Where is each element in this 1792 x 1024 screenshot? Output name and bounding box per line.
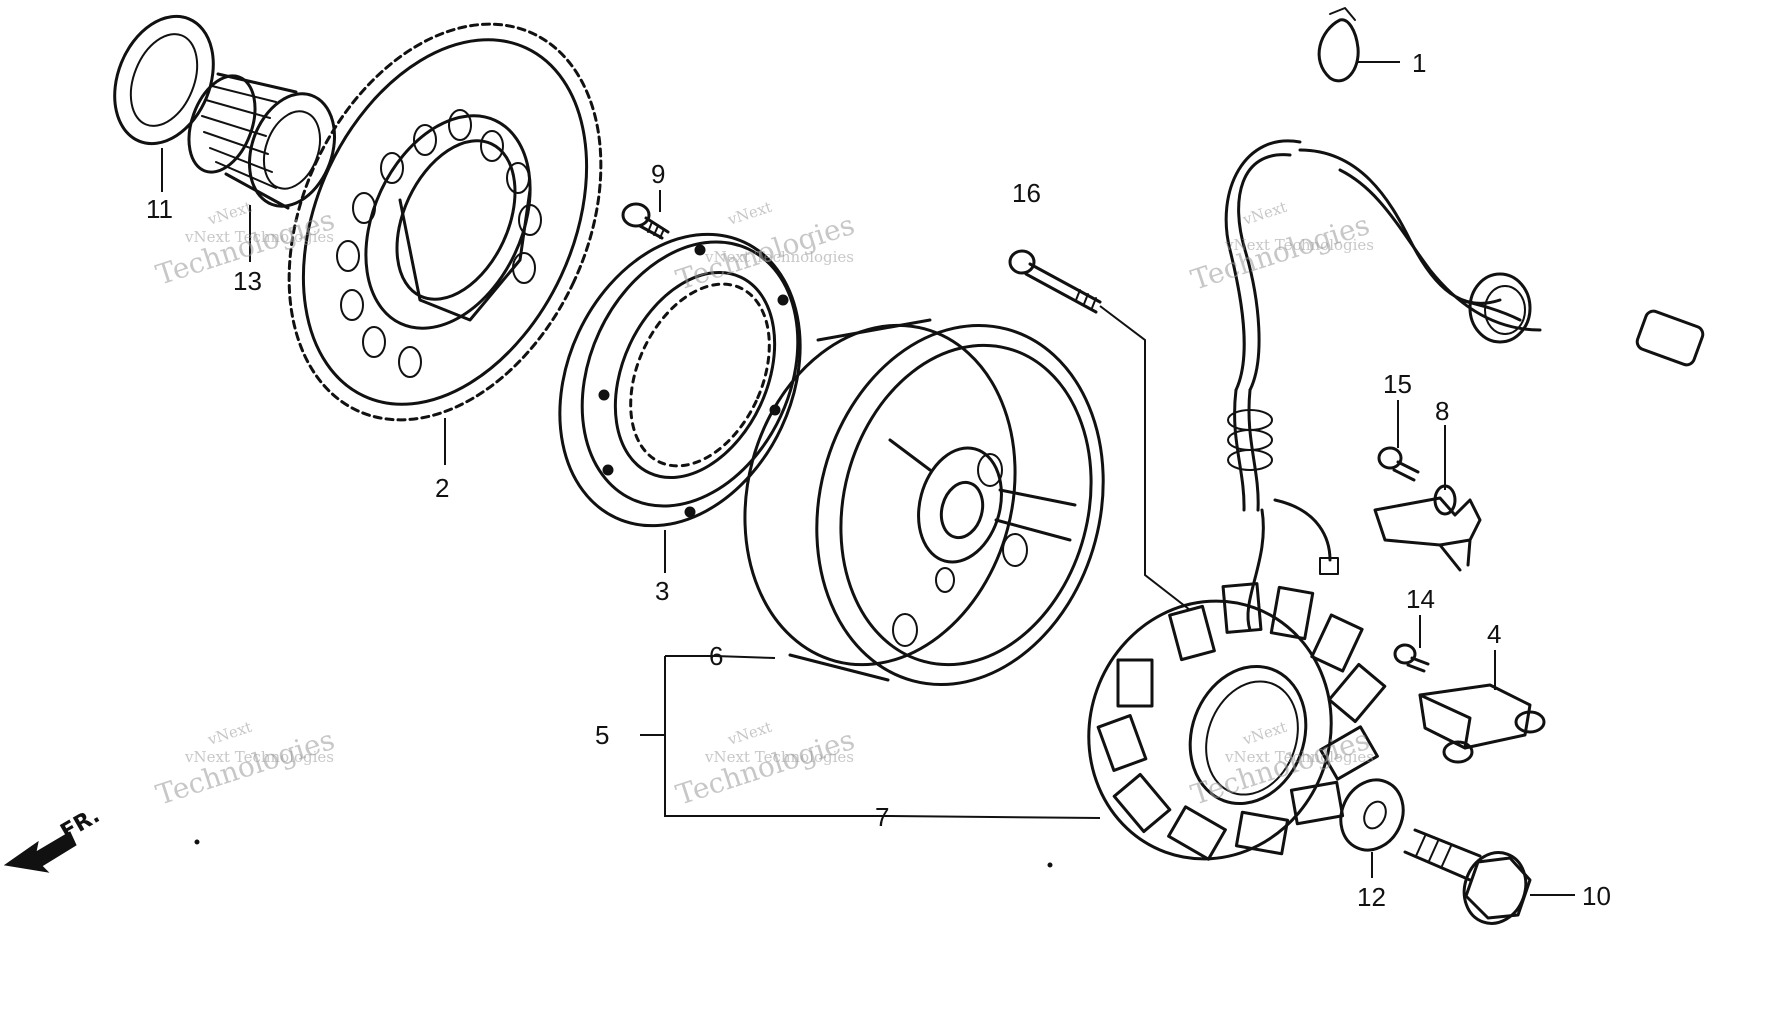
callout-14: 14 xyxy=(1406,584,1435,614)
callout-16: 16 xyxy=(1012,178,1041,208)
part-stator-7 xyxy=(1087,582,1387,861)
callout-7: 7 xyxy=(875,802,889,832)
svg-text:vNext Technologies: vNext Technologies xyxy=(704,748,854,766)
part-sensor-4 xyxy=(1418,683,1546,764)
watermark-3: vNext vNext Technologies Technologies xyxy=(1187,198,1374,297)
callout-10: 10 xyxy=(1582,881,1611,911)
svg-text:vNext: vNext xyxy=(725,718,774,749)
part-clutch-3 xyxy=(558,232,802,528)
callout-11: 11 xyxy=(146,194,173,224)
part-bolt-16 xyxy=(1008,249,1102,314)
callout-3: 3 xyxy=(655,576,669,606)
svg-text:vNext: vNext xyxy=(205,198,254,229)
watermarks: vNext vNext Technologies Technologies vN… xyxy=(152,198,1374,812)
svg-text:vNext Technologies: vNext Technologies xyxy=(1224,236,1374,254)
svg-text:vNext Technologies: vNext Technologies xyxy=(184,228,334,246)
svg-text:vNext: vNext xyxy=(205,718,254,749)
part-flange-bolt-10 xyxy=(1403,828,1532,925)
leader-lines xyxy=(161,61,1575,896)
svg-text:vNext Technologies: vNext Technologies xyxy=(704,248,854,266)
callout-12: 12 xyxy=(1357,882,1386,912)
front-direction-arrow: FR. xyxy=(3,803,104,873)
svg-text:vNext Technologies: vNext Technologies xyxy=(184,748,334,766)
callout-1: 1 xyxy=(1412,48,1426,78)
svg-text:vNext Technologies: vNext Technologies xyxy=(1224,748,1374,766)
callout-4: 4 xyxy=(1487,619,1501,649)
svg-text:vNext: vNext xyxy=(725,198,774,229)
part-bracket-8 xyxy=(1373,484,1482,572)
callout-9: 9 xyxy=(651,159,665,189)
callout-8: 8 xyxy=(1435,396,1449,426)
callout-13: 13 xyxy=(233,266,262,296)
part-washer-12 xyxy=(1339,778,1405,852)
part-starter-gear-2 xyxy=(287,22,603,422)
callouts: 1 2 3 4 5 6 7 8 9 10 11 12 13 14 15 16 xyxy=(146,48,1611,912)
svg-text:vNext: vNext xyxy=(1240,198,1289,229)
part-washer-11 xyxy=(113,14,215,146)
part-bolt-9 xyxy=(621,202,670,240)
part-bolt-15 xyxy=(1377,446,1420,482)
callout-6: 6 xyxy=(709,641,723,671)
part-clip-1 xyxy=(1317,7,1360,83)
callout-2: 2 xyxy=(435,473,449,503)
part-wire-harness xyxy=(1224,139,1705,632)
part-bolt-14 xyxy=(1393,643,1430,673)
watermark-4: vNext vNext Technologies Technologies xyxy=(152,718,338,812)
callout-15: 15 xyxy=(1383,369,1412,399)
svg-text:vNext: vNext xyxy=(1240,718,1289,749)
watermark-5: vNext vNext Technologies Technologies xyxy=(672,718,858,812)
callout-5: 5 xyxy=(595,720,609,750)
part-flywheel-6 xyxy=(743,318,1105,686)
part-needle-bearing-13 xyxy=(187,72,337,210)
